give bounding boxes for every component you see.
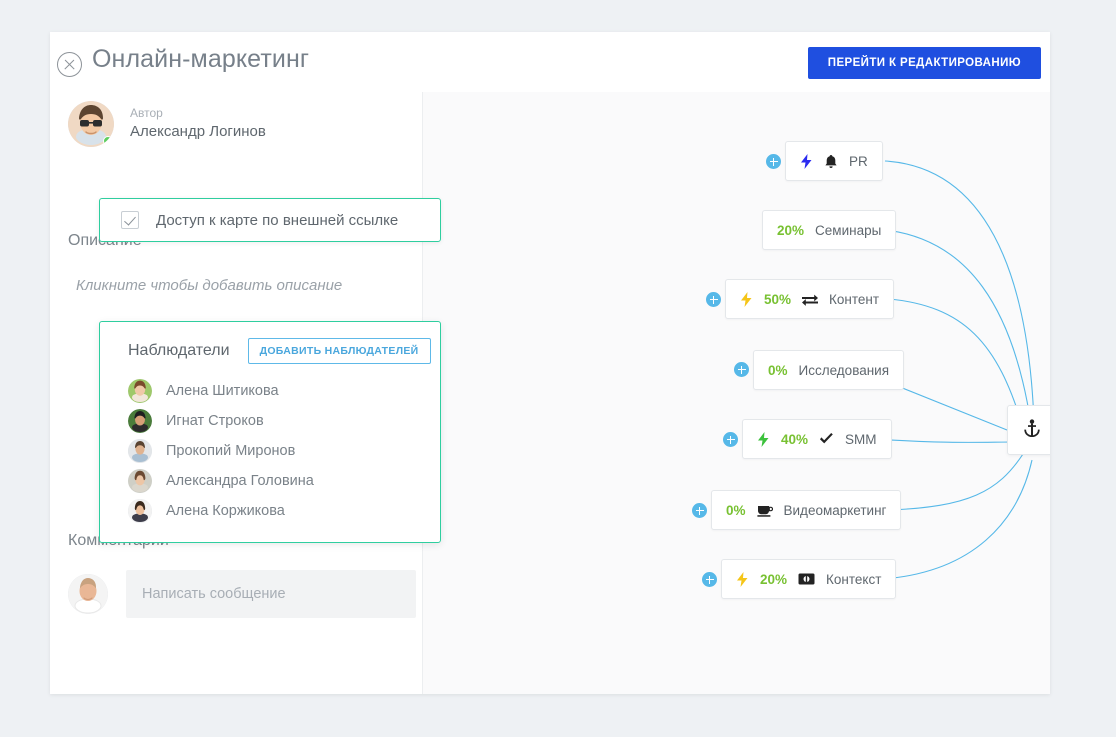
add-child-button[interactable]	[702, 572, 717, 587]
node-percent: 20%	[777, 222, 805, 238]
node-percent: 50%	[764, 291, 792, 307]
node-label: Контент	[829, 291, 880, 307]
avatar	[128, 469, 152, 493]
observers-card: Наблюдатели ДОБАВИТЬ НАБЛЮДАТЕЛЕЙ Алена …	[99, 321, 441, 543]
add-child-button[interactable]	[734, 362, 749, 377]
mindmap-node[interactable]: PR	[785, 141, 883, 181]
node-percent: 0%	[768, 362, 788, 378]
lightning-blue-icon	[800, 153, 813, 169]
bell-icon	[824, 154, 838, 169]
add-observers-button[interactable]: ДОБАВИТЬ НАБЛЮДАТЕЛЕЙ	[247, 338, 431, 364]
node-label: Контекст	[826, 571, 882, 587]
node-percent: 40%	[781, 431, 809, 447]
list-item[interactable]: Игнат Строков	[128, 406, 440, 436]
author-text: Автор Александр Логинов	[130, 106, 266, 142]
page-title: Онлайн-маркетинг	[92, 45, 310, 73]
observer-name: Алена Шитикова	[166, 383, 279, 399]
swap-icon	[802, 293, 819, 306]
external-link-checkbox[interactable]	[121, 211, 139, 229]
mindmap-root-node[interactable]: Онлайн-	[1007, 405, 1050, 455]
node-label: Видеомаркетинг	[783, 502, 887, 518]
observers-header: Наблюдатели ДОБАВИТЬ НАБЛЮДАТЕЛЕЙ	[100, 322, 440, 364]
external-link-access-card[interactable]: Доступ к карте по внешней ссылке	[99, 198, 441, 242]
mindmap-connectors	[854, 160, 1035, 580]
list-item[interactable]: Алена Шитикова	[128, 376, 440, 406]
anchor-icon	[1024, 418, 1040, 442]
task-detail-modal: Онлайн-маркетинг ПЕРЕЙТИ К РЕДАКТИРОВАНИ…	[50, 32, 1050, 694]
modal-header: Онлайн-маркетинг ПЕРЕЙТИ К РЕДАКТИРОВАНИ…	[50, 32, 1050, 93]
list-item[interactable]: Александра Головина	[128, 466, 440, 496]
coffee-icon	[756, 504, 773, 517]
avatar	[128, 379, 152, 403]
node-percent: 20%	[760, 571, 788, 587]
current-user-avatar	[68, 574, 108, 614]
add-child-button[interactable]	[692, 503, 707, 518]
comment-compose-row	[68, 570, 416, 618]
observer-name: Игнат Строков	[166, 413, 264, 429]
add-child-button[interactable]	[706, 292, 721, 307]
author-label: Автор	[130, 106, 163, 120]
mindmap-node[interactable]: 20% Семинары	[762, 210, 897, 250]
mindmap-node[interactable]: 0% Исследования	[753, 350, 905, 390]
money-icon	[798, 573, 815, 585]
list-item[interactable]: Алена Коржикова	[128, 496, 440, 526]
mindmap-node[interactable]: 40% SMM	[742, 419, 892, 459]
node-label: PR	[849, 153, 868, 169]
description-placeholder[interactable]: Кликните чтобы добавить описание	[76, 277, 343, 294]
observers-list: Алена Шитикова Игнат Строков Прокопий Ми…	[100, 376, 440, 526]
avatar	[128, 439, 152, 463]
observer-name: Алена Коржикова	[166, 503, 285, 519]
external-link-label: Доступ к карте по внешней ссылке	[156, 211, 399, 229]
lightning-green-icon	[757, 431, 770, 447]
author-row: Автор Александр Логинов	[68, 101, 266, 147]
node-label: Семинары	[815, 222, 882, 238]
add-child-button[interactable]	[766, 154, 781, 169]
node-percent: 0%	[726, 502, 746, 518]
mindmap-node[interactable]: 20% Контекст	[721, 559, 897, 599]
observers-title: Наблюдатели	[128, 342, 230, 359]
observer-name: Прокопий Миронов	[166, 443, 296, 459]
avatar	[128, 409, 152, 433]
observer-name: Александра Головина	[166, 473, 314, 489]
mindmap-node[interactable]: 50% Контент	[725, 279, 895, 319]
mindmap-canvas[interactable]: PR 20% Семинары 50% Контент 0% Исследова…	[423, 92, 1050, 694]
online-status-dot	[103, 136, 113, 146]
lightning-yellow-icon	[736, 571, 749, 587]
avatar	[128, 499, 152, 523]
comment-input[interactable]	[126, 570, 416, 618]
author-name: Александр Логинов	[130, 123, 266, 140]
close-circle-icon[interactable]	[57, 52, 82, 77]
add-child-button[interactable]	[723, 432, 738, 447]
mindmap-node[interactable]: 0% Видеомаркетинг	[711, 490, 902, 530]
author-avatar	[68, 101, 114, 147]
node-label: SMM	[845, 431, 877, 447]
check-icon	[819, 433, 834, 445]
go-to-editing-button[interactable]: ПЕРЕЙТИ К РЕДАКТИРОВАНИЮ	[807, 47, 1041, 79]
list-item[interactable]: Прокопий Миронов	[128, 436, 440, 466]
node-label: Исследования	[798, 362, 890, 378]
lightning-yellow-icon	[740, 291, 753, 307]
